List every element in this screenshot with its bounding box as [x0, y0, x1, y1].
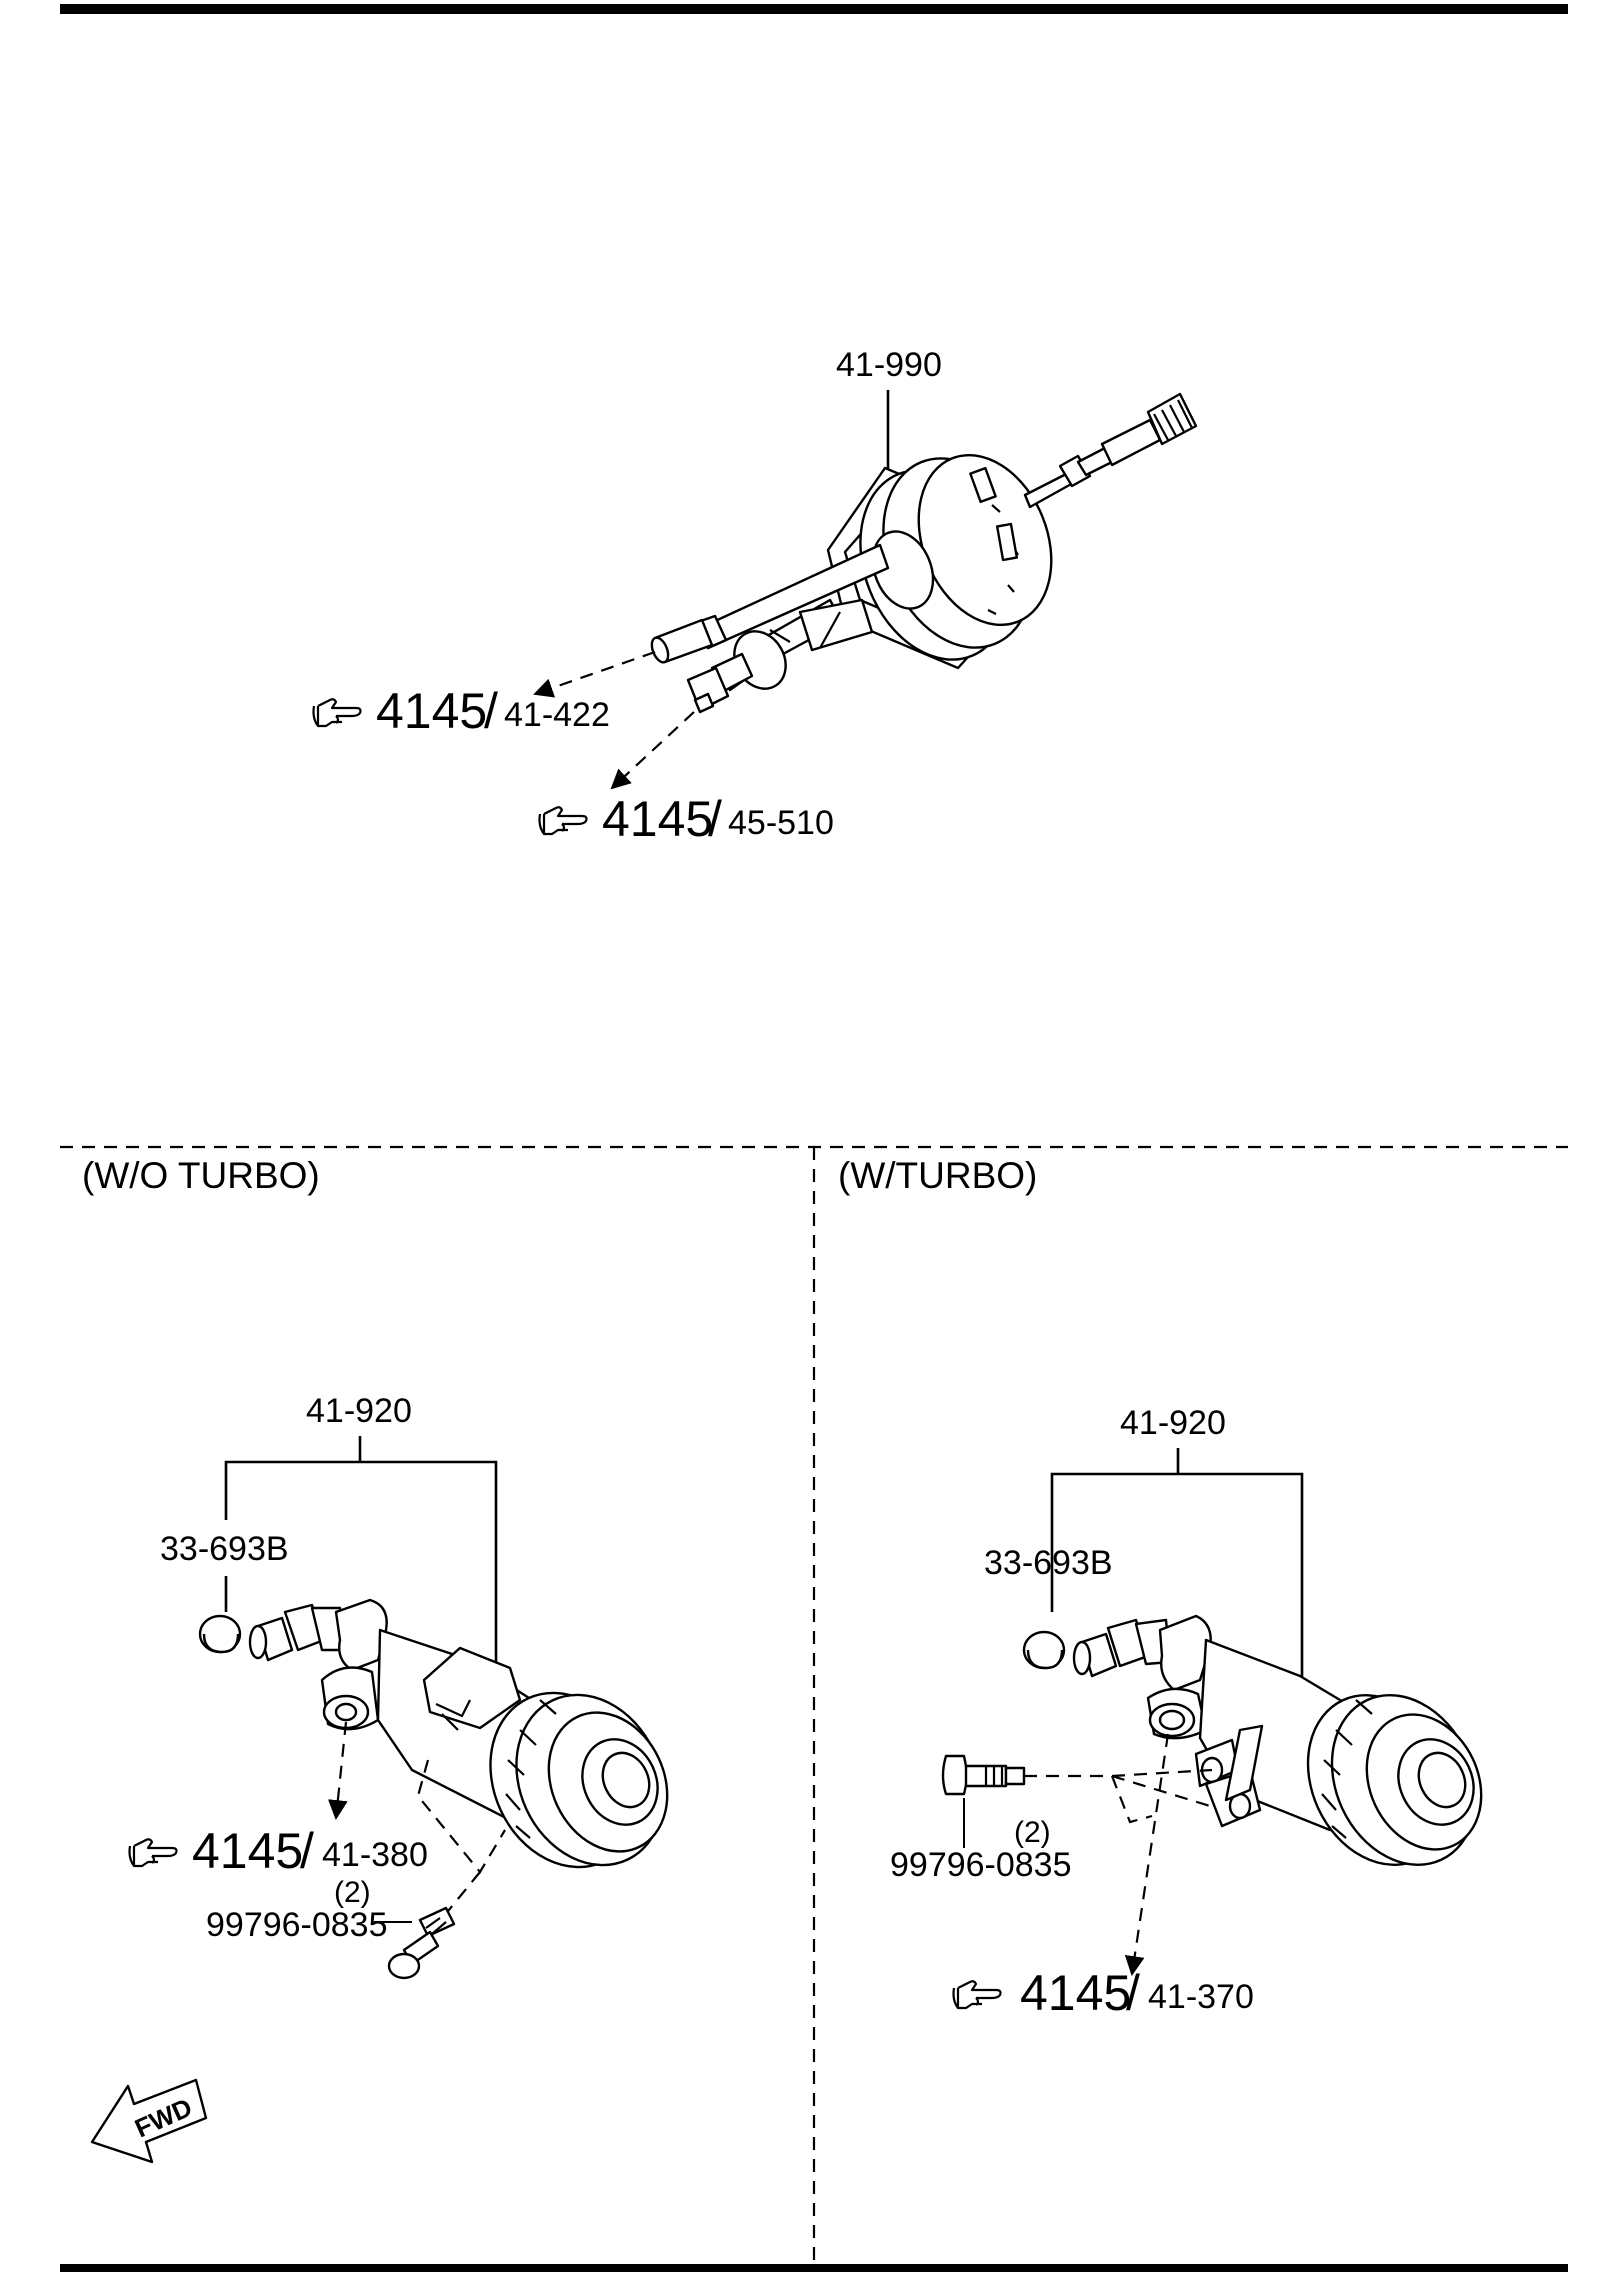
right-cap-label: 33-693B	[984, 1544, 1113, 1582]
left-assembly-label: 41-920	[306, 1392, 412, 1430]
top-border	[60, 4, 1568, 14]
left-section-title: (W/O TURBO)	[82, 1155, 320, 1196]
top-ref-1: 4145 / 41-422	[312, 683, 610, 739]
top-ref-2: 4145 / 45-510	[538, 791, 834, 847]
bottom-border	[60, 2264, 1568, 2272]
right-ref: 4145 / 41-370	[952, 1965, 1254, 2021]
left-ref-group: 4145	[192, 1823, 303, 1879]
clutch-release-cylinder-right-drawing	[1022, 1614, 1483, 1866]
pointing-hand-icon	[128, 1838, 178, 1868]
left-ref: 4145 / 41-380	[128, 1823, 428, 1879]
clutch-release-cylinder-left-drawing	[198, 1598, 669, 1869]
left-cap-label: 33-693B	[160, 1530, 289, 1568]
fwd-arrow-icon: FWD	[90, 2078, 208, 2164]
right-ref-part: 41-370	[1148, 1978, 1254, 2016]
bolt-right-drawing	[941, 1754, 1026, 1796]
right-section-title: (W/TURBO)	[838, 1155, 1037, 1196]
svg-text:/: /	[300, 1823, 314, 1879]
top-part-label: 41-990	[836, 346, 942, 384]
left-ref-part: 41-380	[322, 1836, 428, 1874]
left-bolt-label: 99796-0835	[206, 1906, 388, 1944]
svg-text:/: /	[708, 791, 722, 847]
top-ref-1-group: 4145	[376, 683, 487, 739]
pointing-hand-icon	[952, 1980, 1002, 2010]
left-bolt-qty: (2)	[334, 1876, 371, 1909]
right-ref-group: 4145	[1020, 1965, 1131, 2021]
right-bolt-label: 99796-0835	[890, 1846, 1072, 1884]
right-bolt-qty: (2)	[1014, 1816, 1051, 1849]
bolt-left-drawing	[387, 1906, 456, 1980]
top-ref-2-part: 45-510	[728, 804, 834, 842]
top-ref-1-part: 41-422	[504, 696, 610, 734]
clutch-master-cylinder-drawing	[650, 392, 1198, 714]
svg-text:/: /	[1126, 1965, 1140, 2021]
svg-text:/: /	[484, 683, 498, 739]
top-ref-2-group: 4145	[602, 791, 713, 847]
pointing-hand-icon	[538, 806, 588, 836]
pointing-hand-icon	[312, 698, 362, 728]
right-assembly-label: 41-920	[1120, 1404, 1226, 1442]
